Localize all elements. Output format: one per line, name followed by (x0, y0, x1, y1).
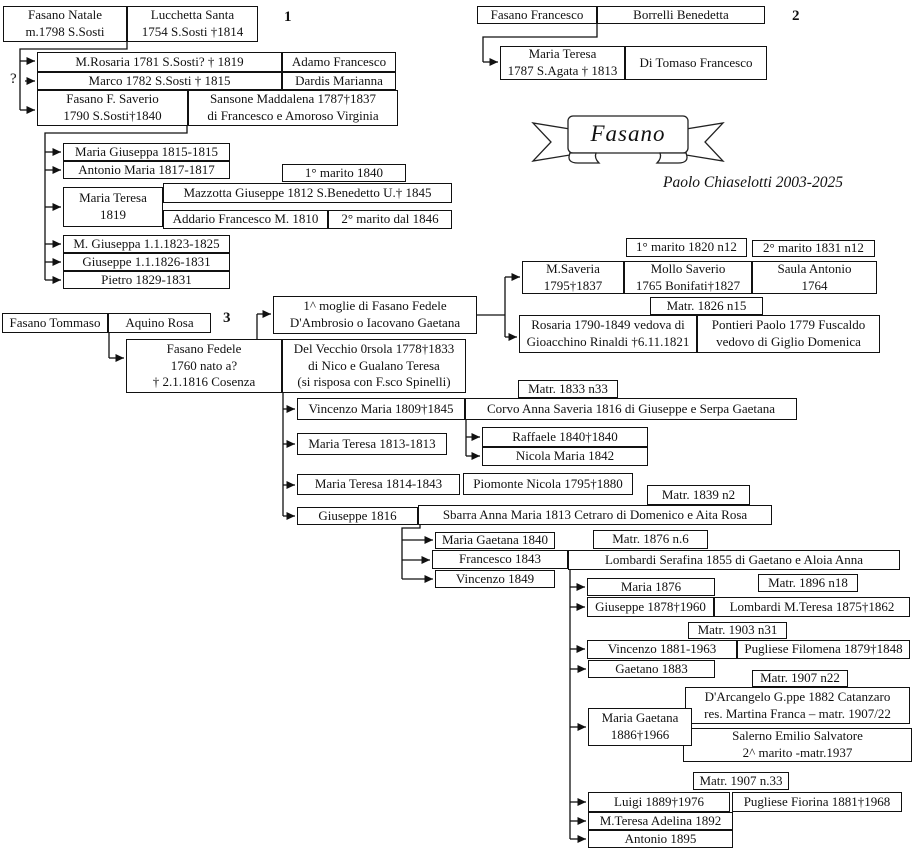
box-pietro-1829: Pietro 1829-1831 (63, 271, 230, 289)
box-del-vecchio-orsola: Del Vecchio 0rsola 1778†1833 di Nico e G… (282, 339, 466, 393)
box-mazzotta-giuseppe: Mazzotta Giuseppe 1812 S.Benedetto U.† 1… (163, 183, 452, 203)
box-sansone-maddalena: Sansone Maddalena 1787†1837 di Francesco… (188, 90, 398, 126)
box-pontieri-paolo: Pontieri Paolo 1779 Fuscaldo vedovo di G… (697, 315, 880, 353)
box-primo-marito-1820: 1° marito 1820 n12 (626, 238, 747, 257)
box-primo-marito-1840: 1° marito 1840 (282, 164, 406, 182)
box-matr-1907-n22: Matr. 1907 n22 (752, 670, 848, 687)
box-rosaria-1790: Rosaria 1790-1849 vedova di Gioacchino R… (519, 315, 697, 353)
box-d-arcangelo: D'Arcangelo G.ppe 1882 Catanzaro res. Ma… (685, 687, 910, 724)
box-fasano-francesco: Fasano Francesco (477, 6, 597, 24)
box-prima-moglie: 1^ moglie di Fasano Fedele D'Ambrosio o … (273, 296, 477, 334)
box-giuseppe-1816: Giuseppe 1816 (297, 507, 418, 525)
box-matr-1826: Matr. 1826 n15 (650, 297, 763, 315)
box-fasano-natale: Fasano Natale m.1798 S.Sosti (3, 6, 127, 42)
box-matr-1903: Matr. 1903 n31 (688, 622, 787, 639)
box-vincenzo-maria-1809: Vincenzo Maria 1809†1845 (297, 398, 465, 420)
box-matr-1907-n33: Matr. 1907 n.33 (693, 772, 789, 790)
box-aquino-rosa: Aquino Rosa (108, 313, 211, 333)
box-m-teresa-adelina: M.Teresa Adelina 1892 (588, 812, 733, 830)
box-sbarra-anna: Sbarra Anna Maria 1813 Cetraro di Domeni… (418, 505, 772, 525)
box-antonio-1895: Antonio 1895 (588, 830, 733, 848)
box-lucchetta-santa: Lucchetta Santa 1754 S.Sosti †1814 (127, 6, 258, 42)
box-luigi-1889: Luigi 1889†1976 (588, 792, 730, 812)
box-dardis-marianna: Dardis Marianna (282, 72, 396, 90)
box-secondo-marito-1846: 2° marito dal 1846 (328, 210, 452, 229)
box-pugliese-filomena: Pugliese Filomena 1879†1848 (737, 640, 910, 659)
surname-banner-title: Fasano (590, 121, 666, 146)
box-m-giuseppa-1823: M. Giuseppa 1.1.1823-1825 (63, 235, 230, 253)
box-francesco-1843: Francesco 1843 (432, 550, 568, 569)
box-di-tomaso-francesco: Di Tomaso Francesco (625, 46, 767, 80)
box-maria-giuseppa-1815: Maria Giuseppa 1815-1815 (63, 143, 230, 161)
box-matr-1833: Matr. 1833 n33 (518, 380, 618, 398)
box-giuseppe-1878: Giuseppe 1878†1960 (587, 597, 714, 617)
author-credit: Paolo Chiaselotti 2003-2025 (663, 174, 843, 191)
box-matr-1896: Matr. 1896 n18 (758, 574, 858, 592)
box-fasano-f-saverio: Fasano F. Saverio 1790 S.Sosti†1840 (37, 90, 188, 126)
box-secondo-marito-1831: 2° marito 1831 n12 (752, 240, 875, 257)
box-maria-1876: Maria 1876 (587, 578, 715, 596)
box-maria-teresa-1819: Maria Teresa 1819 (63, 187, 163, 227)
box-giuseppe-1826: Giuseppe 1.1.1826-1831 (63, 253, 230, 271)
box-saula-antonio: Saula Antonio 1764 (752, 261, 877, 294)
ribbon-banner-shape (531, 115, 725, 164)
box-maria-teresa-1787: Maria Teresa 1787 S.Agata † 1813 (500, 46, 625, 80)
box-corvo-anna: Corvo Anna Saveria 1816 di Giuseppe e Se… (465, 398, 797, 420)
box-nicola-maria-1842: Nicola Maria 1842 (482, 447, 648, 466)
box-vincenzo-1881: Vincenzo 1881-1963 (587, 640, 737, 659)
box-piomonte-nicola: Piomonte Nicola 1795†1880 (463, 473, 633, 495)
box-maria-teresa-1813: Maria Teresa 1813-1813 (297, 433, 447, 455)
box-adamo-francesco: Adamo Francesco (282, 52, 396, 72)
box-lombardi-m-teresa: Lombardi M.Teresa 1875†1862 (714, 597, 910, 617)
uncertain-link-question-mark: ? (8, 71, 19, 88)
box-raffaele-1840: Raffaele 1840†1840 (482, 427, 648, 447)
box-antonio-maria-1817: Antonio Maria 1817-1817 (63, 161, 230, 179)
box-maria-gaetana-1886: Maria Gaetana 1886†1966 (588, 708, 692, 746)
box-marco-1782: Marco 1782 S.Sosti † 1815 (37, 72, 282, 90)
box-matr-1876: Matr. 1876 n.6 (593, 530, 708, 549)
family-number-1: 1 (284, 9, 292, 25)
box-maria-gaetana-1840: Maria Gaetana 1840 (435, 532, 555, 549)
box-m-rosaria: M.Rosaria 1781 S.Sosti? † 1819 (37, 52, 282, 72)
family-number-2: 2 (792, 8, 800, 24)
box-gaetano-1883: Gaetano 1883 (588, 660, 715, 678)
box-m-saveria: M.Saveria 1795†1837 (522, 261, 624, 294)
box-maria-teresa-1814: Maria Teresa 1814-1843 (297, 474, 460, 495)
box-mollo-saverio: Mollo Saverio 1765 Bonifati†1827 (624, 261, 752, 294)
box-addario-francesco: Addario Francesco M. 1810 (163, 210, 328, 229)
box-lombardi-serafina: Lombardi Serafina 1855 di Gaetano e Aloi… (568, 550, 900, 570)
box-borrelli-benedetta: Borrelli Benedetta (597, 6, 765, 24)
box-salerno-emilio: Salerno Emilio Salvatore 2^ marito -matr… (683, 728, 912, 762)
box-vincenzo-1849: Vincenzo 1849 (435, 570, 555, 588)
box-matr-1839: Matr. 1839 n2 (647, 485, 750, 505)
family-number-3: 3 (223, 310, 231, 326)
box-fasano-tommaso: Fasano Tommaso (2, 313, 108, 333)
box-pugliese-fiorina: Pugliese Fiorina 1881†1968 (732, 792, 902, 812)
box-fasano-fedele: Fasano Fedele 1760 nato a? † 2.1.1816 Co… (126, 339, 282, 393)
